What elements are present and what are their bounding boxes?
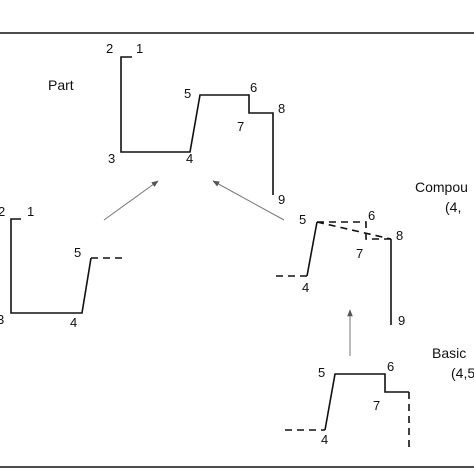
compound-label-4: 4 [302,280,309,295]
part-outline [120,56,274,195]
basic-label-5: 5 [318,365,325,380]
left-label-4: 4 [70,315,77,330]
part-label-3: 3 [108,151,115,166]
part-label-5: 5 [184,86,191,101]
part-label-7: 7 [237,119,244,134]
compound-dashed-step [317,221,391,240]
compound-dashed-diagonal [316,221,392,240]
compound-label-6: 6 [368,208,375,223]
caption-compound: Compou [415,179,468,195]
caption-part: Part [48,77,74,93]
caption-basic: Basic [432,345,466,361]
basic-label-6: 6 [387,359,394,374]
left-outline [10,218,92,314]
compound-label-5: 5 [299,212,306,227]
part-label-6: 6 [250,80,257,95]
basic-label-4: 4 [321,432,328,447]
compound-label-8: 8 [396,228,403,243]
compound-rise [306,221,318,277]
part-label-1: 1 [136,41,143,56]
compound-label-7: 7 [356,246,363,261]
part-label-8: 8 [278,101,285,116]
basic-label-7: 7 [373,398,380,413]
caption-compound-sub: (4, [445,199,461,215]
part-label-2: 2 [106,41,113,56]
basic-outline [324,373,409,431]
left-label-3: 3 [0,312,4,327]
part-label-9: 9 [278,192,285,207]
caption-basic-sub: (4,5 [451,365,474,381]
left-label-2: 2 [0,204,5,219]
left-label-1: 1 [27,204,34,219]
arrow-left-to-part [103,180,159,221]
left-label-5: 5 [74,245,81,260]
part-label-4: 4 [186,151,193,166]
compound-label-9: 9 [398,313,405,328]
arrow-compound-to-part [212,180,285,221]
